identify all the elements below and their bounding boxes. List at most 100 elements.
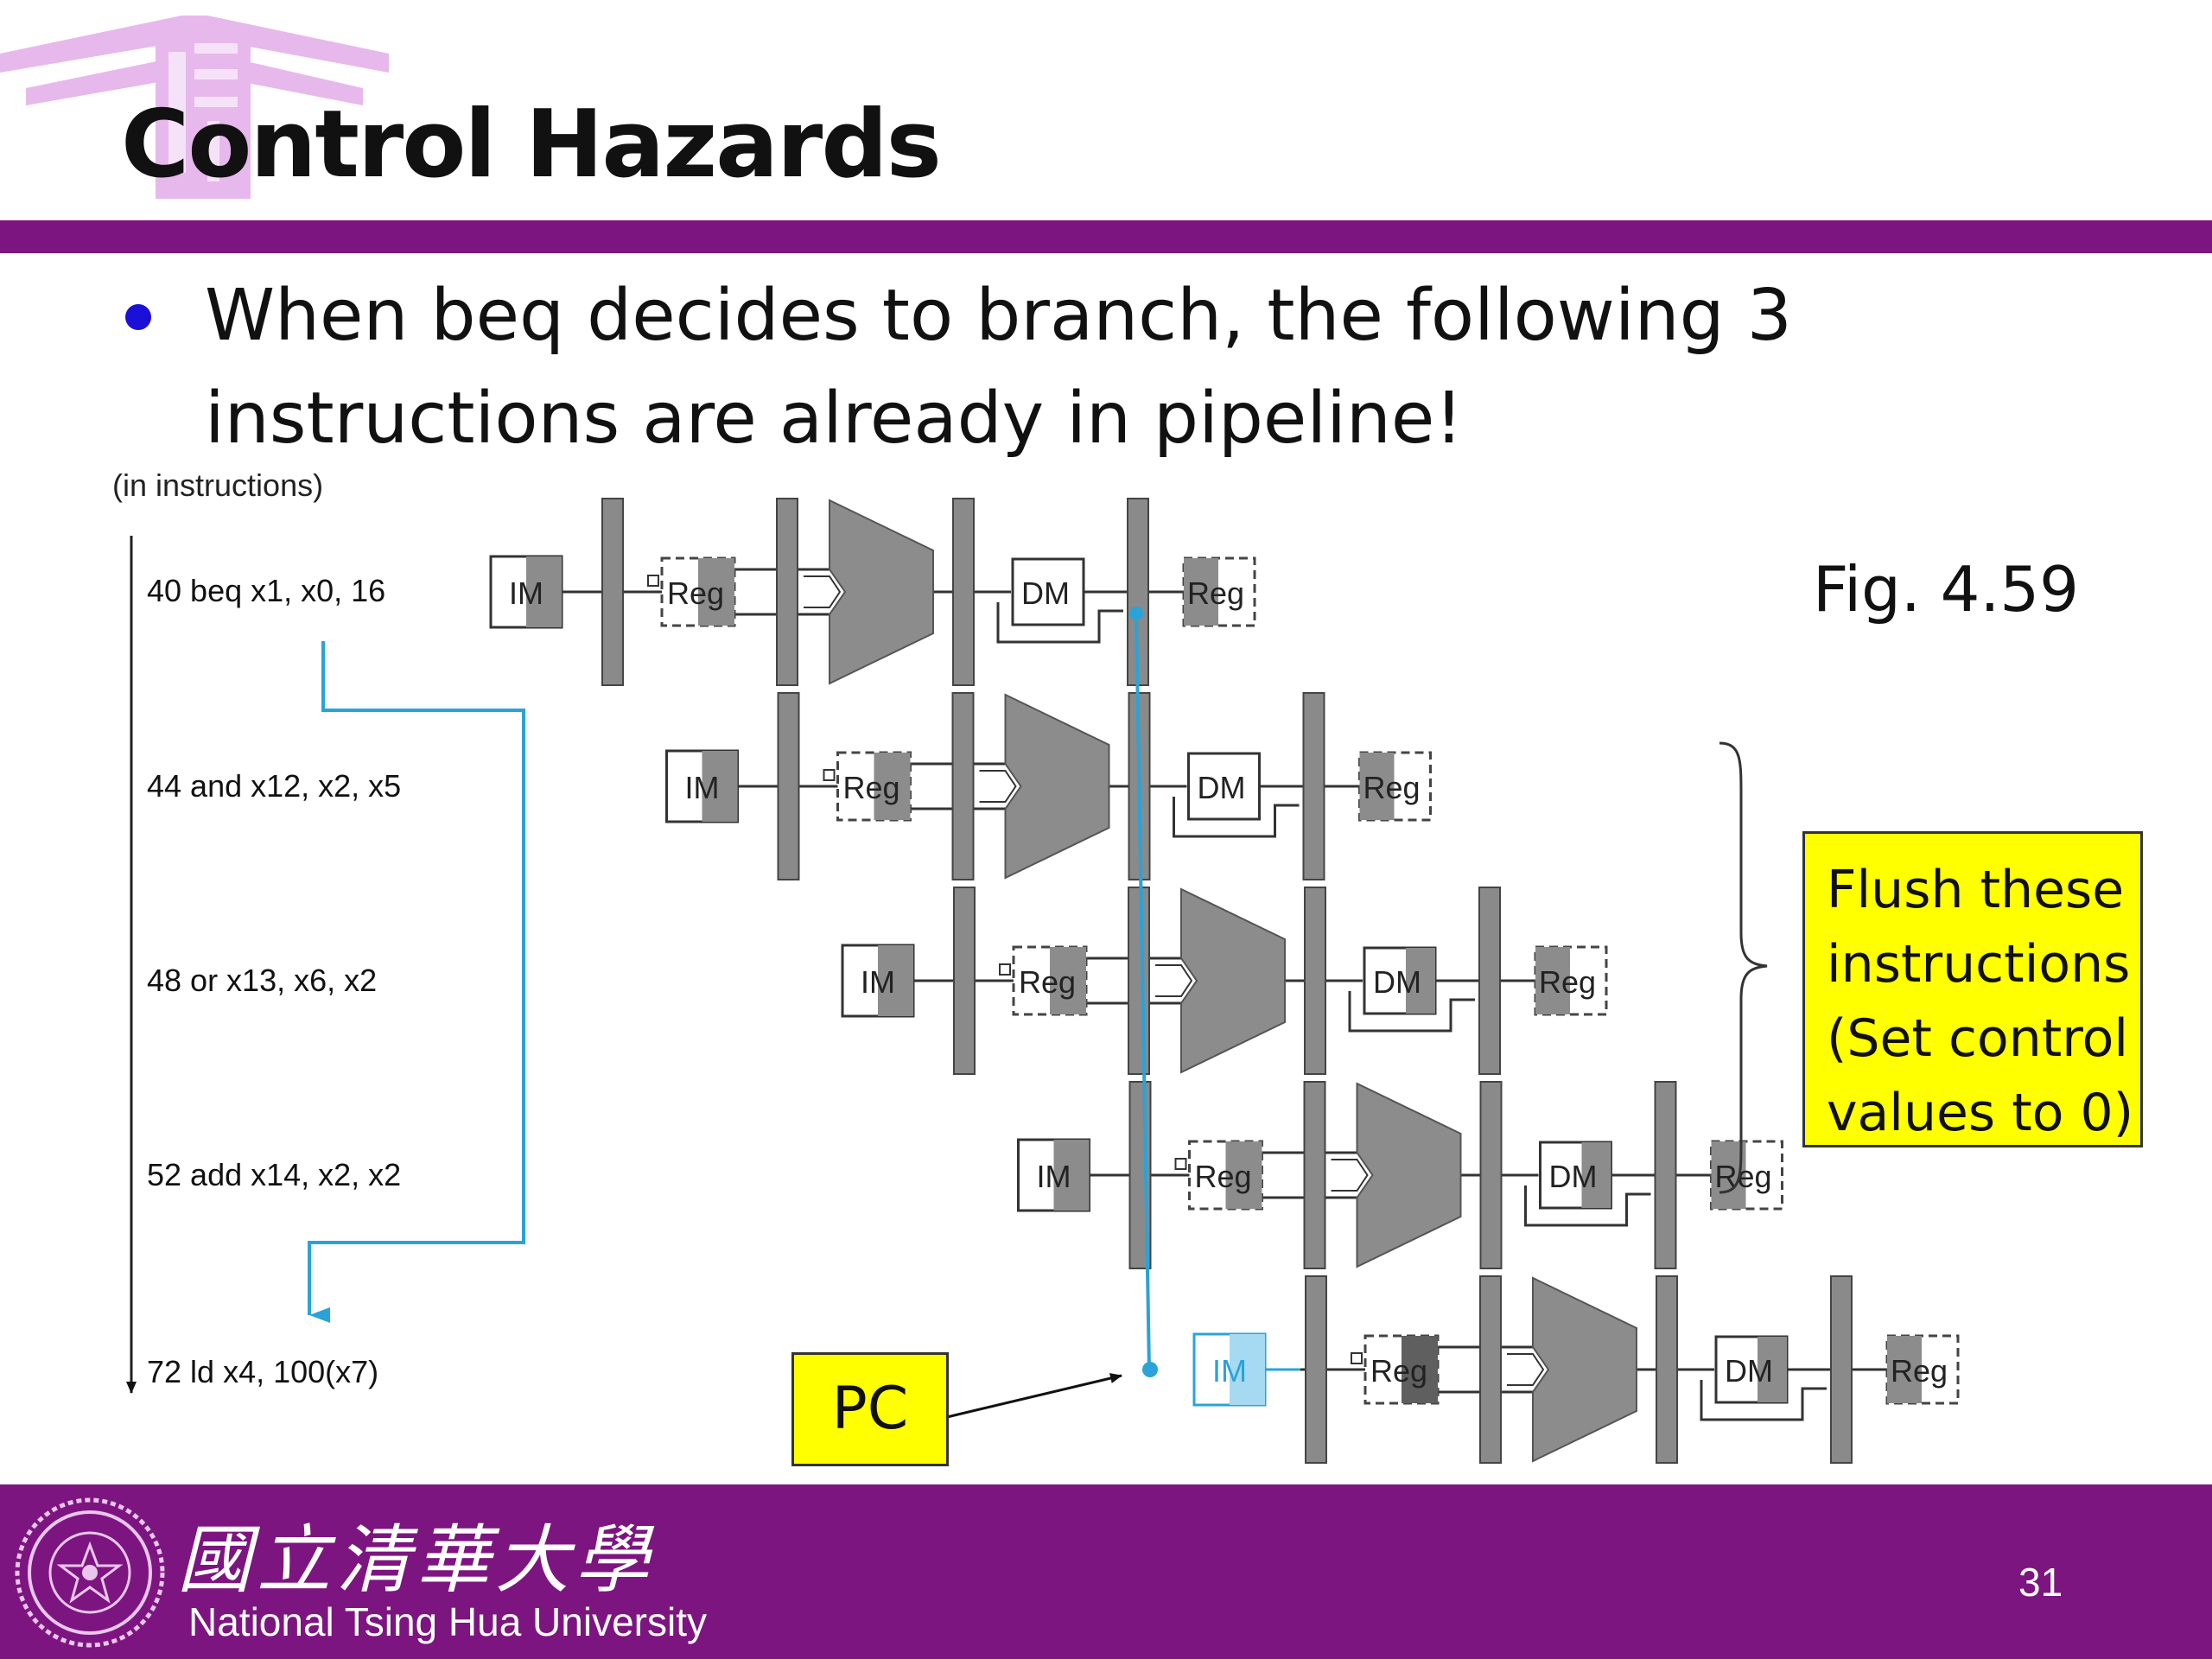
pc-pointer-arrow [946,1373,1122,1419]
alu-input-arrow [979,770,1017,803]
im-shade [1230,1334,1265,1405]
branch-source-dot [1129,607,1143,620]
reg-label: Reg [1891,1353,1948,1389]
reg-shade [1402,1336,1438,1403]
footer-bar [0,1484,2212,1659]
reg-shade [1184,558,1218,626]
pipeline-register [777,692,800,880]
pipeline-register [1302,692,1325,880]
reg-shade [1225,1141,1262,1209]
reg-shade [1359,753,1395,820]
reg-label: Reg [667,575,724,611]
pipeline-register [1479,1081,1503,1269]
bullet-point-icon [125,304,151,330]
reg-port [1351,1352,1363,1364]
reg-label: Reg [1187,575,1244,611]
im-shade [878,945,913,1016]
pipeline-register [1128,887,1150,1075]
figure-label: Fig. 4.59 [1813,553,2079,626]
dm-shade [1758,1337,1787,1402]
reg-shade [874,753,911,820]
university-name-english: National Tsing Hua University [188,1599,707,1644]
wire [1173,797,1300,838]
im-label: IM [1212,1353,1247,1389]
pipeline-register [776,498,798,686]
wire [1524,1185,1651,1227]
reg-shade [1050,947,1086,1014]
instruction-label: 52 add x14, x2, x2 [147,1157,401,1192]
branch-pc-line [1135,613,1151,1370]
reg-port [647,575,659,587]
alu-block [829,499,934,685]
time-axis-label: (in instructions) [112,467,323,503]
flush-note-line: values to 0) [1827,1083,2134,1143]
page-number: 31 [2018,1560,2063,1605]
dm-shade [1406,948,1435,1014]
instruction-label: 48 or x13, x6, x2 [147,963,377,998]
university-name-chinese: 國立清華大學 [177,1517,654,1604]
alu-input-arrow [1331,1159,1369,1192]
wire [1700,1380,1827,1421]
reg-port [823,769,836,781]
reg-shade [1887,1336,1922,1403]
dm-label: DM [1373,964,1421,1000]
im-shade [702,751,738,822]
dm-label: DM [1198,770,1246,805]
reg-label: Reg [1363,770,1421,805]
instruction-label: 40 beq x1, x0, 16 [147,573,385,608]
reg-label: Reg [1019,964,1076,1000]
pipeline-register [953,887,976,1075]
instruction-label: 44 and x12, x2, x5 [147,768,401,804]
reg-label: Reg [1195,1159,1252,1194]
dm-label: DM [1725,1353,1773,1389]
alu-block [1356,1082,1462,1268]
instruction-label: 72 ld x4, 100(x7) [147,1354,378,1389]
pc-callout: PC [791,1352,949,1466]
flush-note-line: instructions [1827,934,2131,995]
pipeline-register [1305,1275,1327,1464]
im-label: IM [509,575,543,611]
alu-input-arrow [804,575,842,608]
university-seal-icon [15,1497,165,1648]
reg-label: Reg [1539,964,1596,1000]
branch-target-arrow [308,641,525,1323]
flush-note-callout: Flush these instructions (Set control va… [1802,831,2143,1147]
im-label: IM [685,770,720,805]
branch-pc-dot [1142,1362,1158,1377]
wire [1348,991,1475,1033]
reg-shade [1535,947,1570,1014]
alu-input-arrow [1507,1353,1545,1386]
pipeline-register [1303,1081,1326,1269]
im-label: IM [861,964,895,1000]
pipeline-register [1830,1275,1853,1464]
reg-port [1174,1158,1187,1170]
dm-label: DM [1549,1159,1598,1194]
flush-note-line: Flush these [1827,860,2125,920]
pipeline-register [1478,887,1501,1075]
im-shade [1053,1140,1090,1211]
pipeline-register [601,498,624,686]
dm-label: DM [1021,575,1070,611]
alu-block [1180,887,1286,1074]
bullet-text-line-1: When beq decides to branch, the followin… [205,275,1792,357]
pipeline-diagram: (in instructions) 40 beq x1, x0, 16 44 a… [112,467,1960,1464]
flush-note-line: (Set control [1827,1008,2128,1069]
pipeline-register [1304,887,1326,1075]
pipeline-register [1479,1275,1502,1464]
reg-label: Reg [1370,1353,1427,1389]
alu-block [1532,1276,1637,1463]
university-logo-watermark [0,16,389,199]
reg-shade [698,558,734,626]
alu-block [1004,693,1110,880]
reg-label: Reg [843,770,900,805]
wire [996,602,1123,644]
slide-title: Control Hazards [121,91,942,199]
flush-brace [1719,741,1768,1194]
dm-block [1187,752,1261,821]
bullet-text-line-2: instructions are already in pipeline! [205,378,1464,460]
reg-port [999,963,1011,976]
alu-input-arrow [1155,964,1193,997]
pipeline-register [951,692,975,880]
pipeline-register [1654,1081,1677,1269]
pipeline-register [1656,1275,1678,1464]
